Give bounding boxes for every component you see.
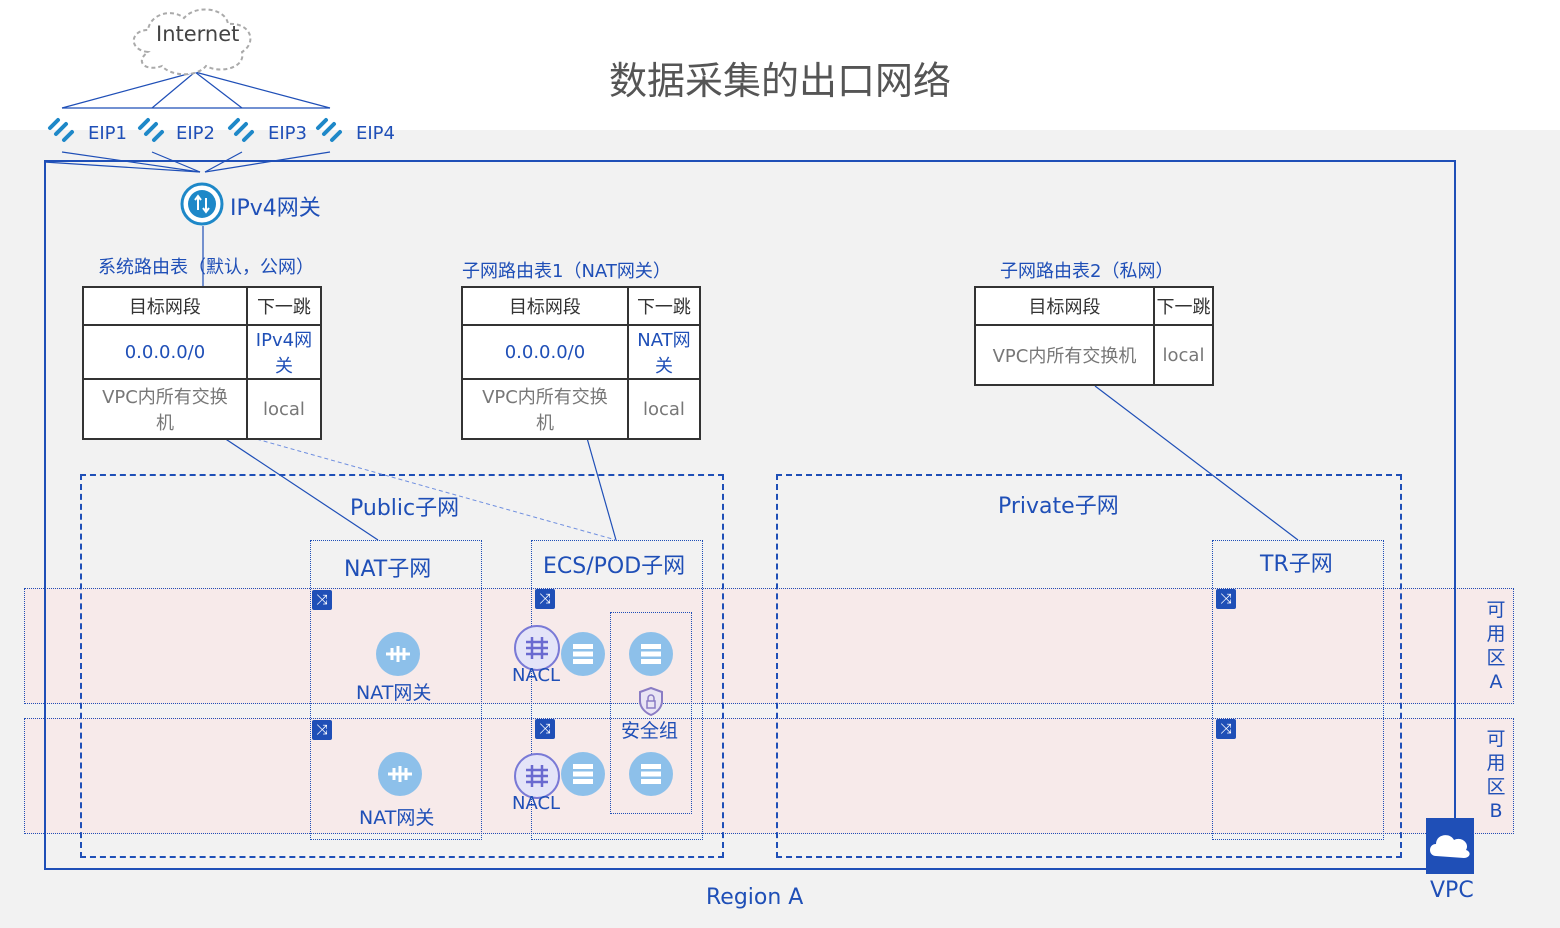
eip1-label: EIP1 — [88, 123, 127, 144]
zone-a-band — [24, 588, 1514, 704]
nat-gateway-b-label: NAT网关 — [359, 807, 435, 829]
server-icon — [629, 752, 673, 796]
tr-subnet-label: TR子网 — [1260, 552, 1333, 577]
private-subnet-box — [776, 474, 1402, 858]
header-cell: 下一跳 — [626, 286, 702, 326]
nexthop-cell: NAT网关 — [626, 324, 702, 380]
header-cell: 目标网段 — [461, 286, 629, 326]
ipv4-gateway-label: IPv4网关 — [230, 196, 321, 221]
switch-icon: ⤨ — [535, 589, 555, 609]
eip3-label: EIP3 — [268, 123, 307, 144]
nacl-a-label: NACL — [512, 665, 561, 686]
switch-icon: ⤨ — [312, 720, 332, 740]
tr-subnet-box — [1212, 540, 1384, 840]
private-subnet-label: Private子网 — [998, 494, 1119, 519]
vpc-box — [44, 160, 1456, 870]
dest-cell: VPC内所有交换机 — [974, 324, 1155, 386]
nat-gateway-icon — [376, 632, 420, 676]
zone-b-label: 可用区B — [1486, 728, 1506, 822]
server-icon — [561, 632, 605, 676]
dest-cell: 0.0.0.0/0 — [461, 324, 629, 380]
shield-icon — [638, 686, 664, 717]
nacl-icon — [514, 625, 560, 671]
route-table-1-title: 系统路由表（默认，公网） — [98, 257, 314, 278]
switch-icon: ⤨ — [535, 719, 555, 739]
switch-icon: ⤨ — [1216, 719, 1236, 739]
internet-label: Internet — [156, 22, 240, 46]
eip2-label: EIP2 — [176, 123, 215, 144]
switch-icon: ⤨ — [1216, 589, 1236, 609]
diagram-title: 数据采集的出口网络 — [608, 59, 951, 103]
nat-subnet-label: NAT子网 — [344, 557, 432, 582]
ecs-pod-subnet-box — [531, 540, 703, 840]
header-cell: 下一跳 — [245, 286, 323, 326]
region-label: Region A — [706, 885, 804, 910]
dest-cell: VPC内所有交换机 — [82, 378, 248, 440]
server-icon — [561, 752, 605, 796]
header-cell: 目标网段 — [974, 286, 1155, 326]
security-group-box — [610, 612, 692, 814]
route-table-2-title: 子网路由表1（NAT网关） — [462, 261, 671, 282]
public-subnet-box — [80, 474, 724, 858]
nexthop-cell: local — [626, 378, 702, 440]
zone-a-label: 可用区A — [1486, 599, 1506, 693]
zone-b-band — [24, 718, 1514, 834]
switch-icon: ⤨ — [312, 590, 332, 610]
server-icon — [629, 632, 673, 676]
nacl-b-label: NACL — [512, 793, 561, 814]
nexthop-cell: IPv4网关 — [245, 324, 323, 380]
nat-subnet-box — [310, 540, 482, 840]
nacl-icon — [514, 753, 560, 799]
route-table-3-title: 子网路由表2（私网） — [1000, 261, 1174, 282]
dest-cell: 0.0.0.0/0 — [82, 324, 248, 380]
public-subnet-label: Public子网 — [350, 496, 460, 521]
security-group-label: 安全组 — [621, 720, 679, 742]
nat-gateway-a-label: NAT网关 — [356, 682, 432, 704]
nexthop-cell: local — [1152, 324, 1215, 386]
vpc-label: VPC — [1430, 878, 1474, 903]
dest-cell: VPC内所有交换机 — [461, 378, 629, 440]
nat-gateway-icon — [378, 752, 422, 796]
ecs-pod-subnet-label: ECS/POD子网 — [543, 554, 686, 579]
internet-cloud-icon — [132, 8, 252, 76]
eip4-label: EIP4 — [356, 123, 395, 144]
nexthop-cell: local — [245, 378, 323, 440]
header-cell: 下一跳 — [1152, 286, 1215, 326]
header-cell: 目标网段 — [82, 286, 248, 326]
